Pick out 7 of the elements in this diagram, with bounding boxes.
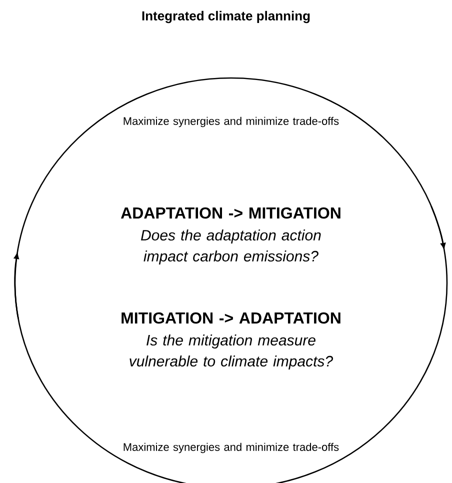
heading: MITIGATION -> ADAPTATION: [122, 312, 340, 324]
title: Integrated climate planning: [142, 10, 310, 24]
question: Is the mitigation measure vulnerable to climate impacts?: [130, 334, 334, 370]
heading: ADAPTATION -> MITIGATION: [120, 207, 340, 219]
curved-note: Maximize synergies and minimize trade-offs: [124, 442, 339, 454]
question: Does the adaptation action impact carbon emissions?: [140, 230, 321, 264]
curved-note: Maximize synergies and minimize trade-offs: [124, 116, 339, 128]
